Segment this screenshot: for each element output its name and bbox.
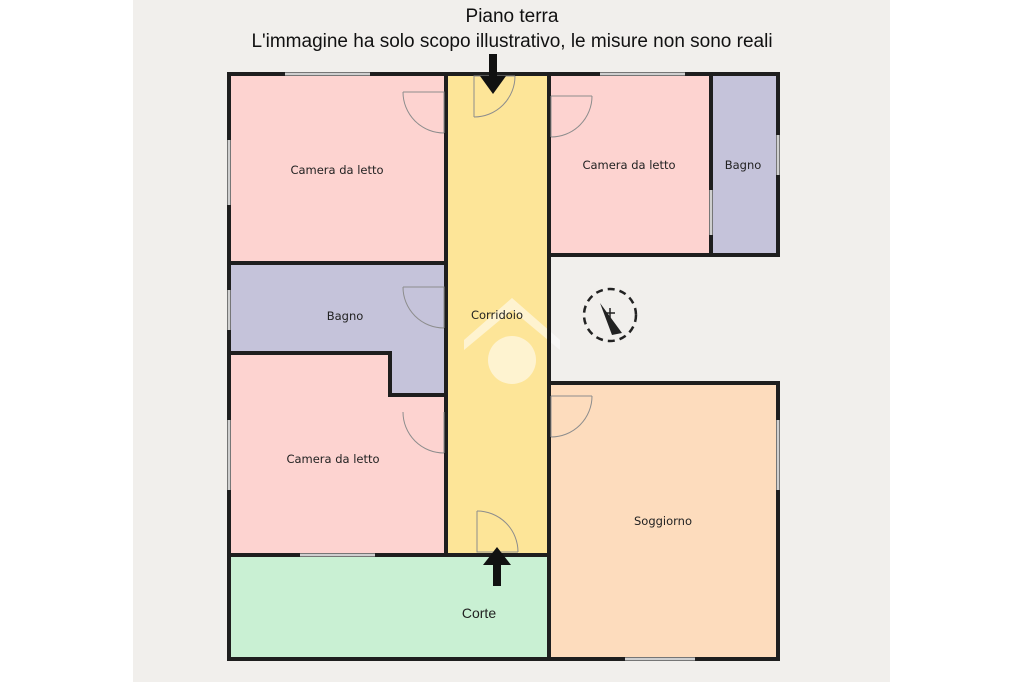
floor-title: Piano terra [465,6,559,27]
room-label-soggiorno: Soggiorno [634,514,692,528]
room-label-camera-2: Camera da letto [582,158,675,172]
room-camera-1 [229,74,446,263]
entrance-arrow-icon [480,54,506,94]
room-label-camera-3: Camera da letto [286,452,379,466]
room-label-corridoio: Corridoio [471,308,523,322]
room-camera-2 [549,74,711,255]
disclaimer-text: L'immagine ha solo scopo illustrativo, l… [251,31,773,52]
room-camera-3 [229,353,446,555]
compass-icon [582,287,638,343]
room-bagno-2 [711,74,778,255]
windows [227,72,780,661]
room-label-corte: Corte [462,605,496,621]
entrance-arrow-icon [483,547,511,586]
room-label-camera-1: Camera da letto [290,163,383,177]
doors [402,75,593,553]
room-soggiorno [549,383,778,659]
room-label-bagno-1: Bagno [327,309,364,323]
room-label-bagno-2: Bagno [725,158,762,172]
house-watermark-icon [464,298,560,384]
